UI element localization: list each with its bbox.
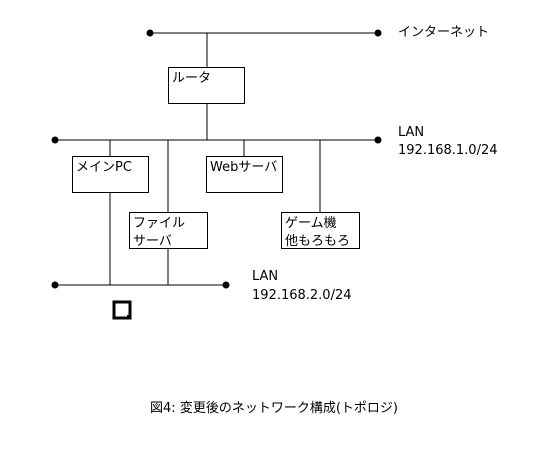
lan2-bus-endpoint-right	[222, 281, 230, 289]
lan2-bus-endpoint-left	[51, 281, 59, 289]
internet-bus-endpoint-left	[146, 29, 154, 37]
file-server-box: ファイル サーバ	[129, 212, 208, 249]
lan2-subnet: 192.168.2.0/24	[252, 288, 352, 303]
game-box: ゲーム機 他もろもろ	[281, 212, 360, 249]
file-server-label-line1: ファイル	[133, 216, 186, 231]
main-pc-label: メインPC	[76, 160, 132, 175]
web-server-label: Webサーバ	[210, 160, 278, 175]
marker-square	[112, 300, 132, 320]
game-label-line1: ゲーム機	[285, 216, 337, 231]
lan2-name: LAN	[252, 269, 279, 284]
internet-bus-endpoint-right	[374, 29, 382, 37]
router-box: ルータ	[168, 67, 245, 104]
main-pc-box: メインPC	[72, 156, 149, 193]
lan1-subnet: 192.168.1.0/24	[398, 143, 498, 158]
internet-label: インターネット	[398, 25, 490, 40]
lan1-name: LAN	[398, 125, 425, 140]
lan1-bus-endpoint-left	[51, 136, 59, 144]
marker-square-corner	[127, 315, 131, 319]
router-label: ルータ	[172, 71, 212, 86]
web-server-box: Webサーバ	[206, 156, 283, 193]
file-server-label-line2: サーバ	[133, 234, 172, 249]
game-label-line2: 他もろもろ	[285, 234, 351, 249]
lan1-bus-endpoint-right	[374, 136, 382, 144]
figure-caption: 図4: 変更後のネットワーク構成(トポロジ)	[150, 401, 398, 416]
